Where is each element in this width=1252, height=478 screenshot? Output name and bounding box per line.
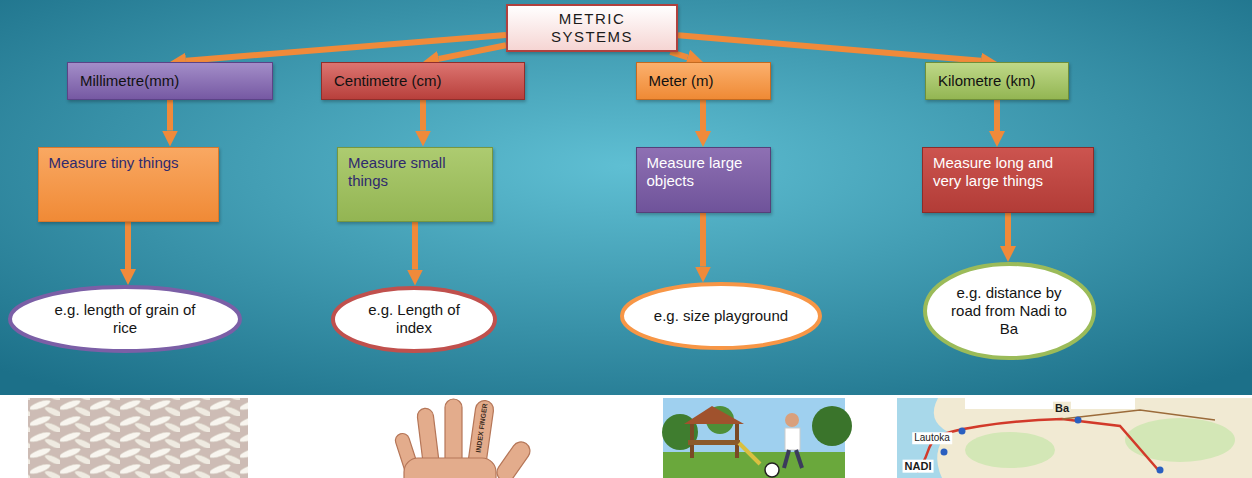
road: [1062, 410, 1215, 420]
unit-box: Kilometre (km): [925, 62, 1069, 100]
node-text: e.g. length of grain of rice: [41, 301, 209, 337]
child-shirt: [785, 428, 800, 450]
unit-box: Millimetre(mm): [67, 62, 273, 100]
town-dot: [941, 449, 948, 456]
example-ellipse: e.g. Length of index: [331, 286, 497, 353]
connector-arrow: [700, 213, 706, 267]
play-deck: [688, 440, 740, 445]
node-text: Millimetre(mm): [80, 72, 260, 90]
node-text: Meter (m): [649, 72, 758, 90]
node-text: METRIC SYSTEMS: [516, 10, 668, 46]
road: [917, 419, 1160, 472]
ellipse-outline: [622, 284, 820, 348]
connector-arrow: [439, 45, 506, 59]
node-text: Measure long and very large things: [933, 154, 1083, 190]
title-box: METRIC SYSTEMS: [506, 4, 678, 52]
map-banner: [965, 398, 1135, 409]
description-box: Measure long and very large things: [922, 147, 1094, 213]
description-box: Measure large objects: [636, 147, 771, 213]
child-head: [785, 413, 799, 427]
connector-arrow: [1005, 213, 1011, 246]
map-ground: [897, 398, 1252, 478]
rice-photo: [28, 398, 248, 478]
example-ellipse: e.g. distance by road from Nadi to Ba: [923, 262, 1096, 360]
node-text: e.g. distance by road from Nadi to Ba: [947, 284, 1072, 338]
town-dot: [959, 428, 966, 435]
child-leg: [784, 450, 789, 468]
land-area: [965, 432, 1055, 468]
connector-arrow: [167, 100, 173, 131]
node-text: Measure tiny things: [49, 154, 208, 172]
connector-arrow: [412, 222, 418, 270]
connector-arrow: [125, 222, 131, 270]
slide: [739, 443, 760, 464]
node-text: Kilometre (km): [938, 72, 1056, 90]
node-text: Measure large objects: [647, 154, 760, 190]
node-text: e.g. size playground: [649, 307, 794, 325]
node-text: Centimetre (cm): [334, 72, 512, 90]
palm: [404, 458, 496, 478]
child-leg: [796, 450, 802, 468]
play-roof: [684, 406, 744, 424]
tree: [812, 406, 852, 446]
example-ellipse: e.g. length of grain of rice: [8, 285, 242, 353]
town-dot: [1157, 467, 1164, 474]
connector-arrow: [670, 52, 687, 57]
thumb: [493, 438, 533, 478]
map-label: Lautoka: [912, 432, 952, 444]
ellipse-outline: [333, 288, 495, 351]
description-box: Measure tiny things: [38, 147, 219, 222]
node-text: e.g. Length of index: [354, 301, 474, 337]
playground-photo: [662, 398, 852, 478]
town-dot: [1075, 417, 1082, 424]
connector-arrow: [420, 100, 426, 131]
land-area: [1125, 418, 1235, 462]
unit-box: Meter (m): [636, 62, 771, 100]
connector-arrow: [994, 100, 1000, 131]
hand-photo: [394, 399, 534, 478]
map-photo: [897, 398, 1252, 478]
rice-photo: [28, 398, 248, 478]
ball: [765, 463, 779, 477]
map-label: Ba: [1053, 402, 1071, 415]
example-ellipse: e.g. size playground: [620, 282, 822, 350]
unit-box: Centimetre (cm): [321, 62, 525, 100]
background-panel: [0, 0, 1252, 395]
finger-label: INDEX FINGER: [474, 401, 489, 455]
ellipse-outline: [10, 287, 240, 351]
description-box: Measure small things: [337, 147, 493, 222]
map-label: NADI: [903, 460, 934, 473]
connector-arrow: [678, 35, 981, 60]
ellipse-outline: [925, 264, 1094, 358]
connector-arrow: [186, 35, 506, 61]
connector-arrow: [700, 100, 706, 131]
node-text: Measure small things: [348, 154, 482, 190]
